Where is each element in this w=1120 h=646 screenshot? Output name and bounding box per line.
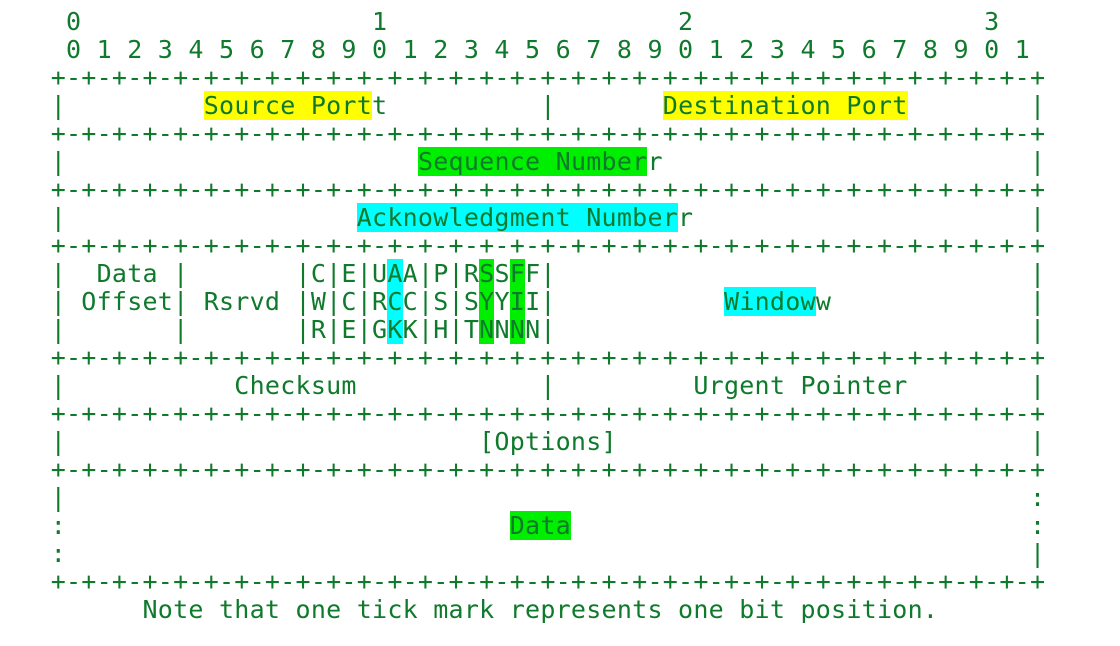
- highlighted-field-destination-port: Destination Port: [662, 91, 908, 120]
- header-row-line: : Data :: [35, 511, 1046, 540]
- header-row-line: | | |R|E|GKK|H|TNNNN| |: [35, 315, 1046, 344]
- row-separator: +-+-+-+-+-+-+-+-+-+-+-+-+-+-+-+-+-+-+-+-…: [35, 175, 1046, 204]
- row-separator: +-+-+-+-+-+-+-+-+-+-+-+-+-+-+-+-+-+-+-+-…: [35, 63, 1046, 92]
- highlighted-field-n: N: [479, 315, 495, 344]
- row-separator: +-+-+-+-+-+-+-+-+-+-+-+-+-+-+-+-+-+-+-+-…: [35, 567, 1046, 596]
- header-row-line: | [Options] |: [35, 427, 1046, 456]
- header-row-line: | Acknowledgment Numberr |: [35, 203, 1046, 232]
- header-row-line: | Checksum | Urgent Pointer |: [35, 371, 1046, 400]
- highlighted-field-sequence-number: Sequence Number: [417, 147, 648, 176]
- header-row-line: | Offset| Rsrvd |W|C|RCC|S|SYYII| Window…: [35, 287, 1046, 316]
- row-separator: +-+-+-+-+-+-+-+-+-+-+-+-+-+-+-+-+-+-+-+-…: [35, 119, 1046, 148]
- highlighted-field-a: A: [387, 259, 403, 288]
- highlighted-field-source-port: Source Port: [203, 91, 373, 120]
- header-row-line: | Sequence Numberr |: [35, 147, 1046, 176]
- highlighted-field-f: F: [509, 259, 526, 288]
- header-row-line: | Data | |C|E|UAA|P|RSSFF| |: [35, 259, 1046, 288]
- highlighted-field-acknowledgment-number: Acknowledgment Number: [356, 203, 679, 232]
- highlighted-field-window: Window: [724, 287, 816, 316]
- row-separator: +-+-+-+-+-+-+-+-+-+-+-+-+-+-+-+-+-+-+-+-…: [35, 455, 1046, 484]
- footnote: Note that one tick mark represents one b…: [35, 595, 939, 624]
- highlighted-field-n: N: [509, 315, 526, 344]
- bit-decade-ruler: 0 1 2 3: [35, 7, 1000, 36]
- header-row-line: : |: [35, 539, 1046, 568]
- header-row-line: | Source Portt | Destination Port |: [35, 91, 1046, 120]
- highlighted-field-c: C: [387, 287, 403, 316]
- highlighted-field-data: Data: [509, 511, 571, 540]
- header-row-line: | :: [35, 483, 1046, 512]
- highlighted-field-y: Y: [479, 287, 495, 316]
- row-separator: +-+-+-+-+-+-+-+-+-+-+-+-+-+-+-+-+-+-+-+-…: [35, 231, 1046, 260]
- highlighted-field-k: K: [387, 315, 403, 344]
- highlighted-field-s: S: [479, 259, 495, 288]
- row-separator: +-+-+-+-+-+-+-+-+-+-+-+-+-+-+-+-+-+-+-+-…: [35, 399, 1046, 428]
- highlighted-field-i: I: [509, 287, 526, 316]
- bit-unit-ruler: 0 1 2 3 4 5 6 7 8 9 0 1 2 3 4 5 6 7 8 9 …: [35, 35, 1030, 64]
- row-separator: +-+-+-+-+-+-+-+-+-+-+-+-+-+-+-+-+-+-+-+-…: [35, 343, 1046, 372]
